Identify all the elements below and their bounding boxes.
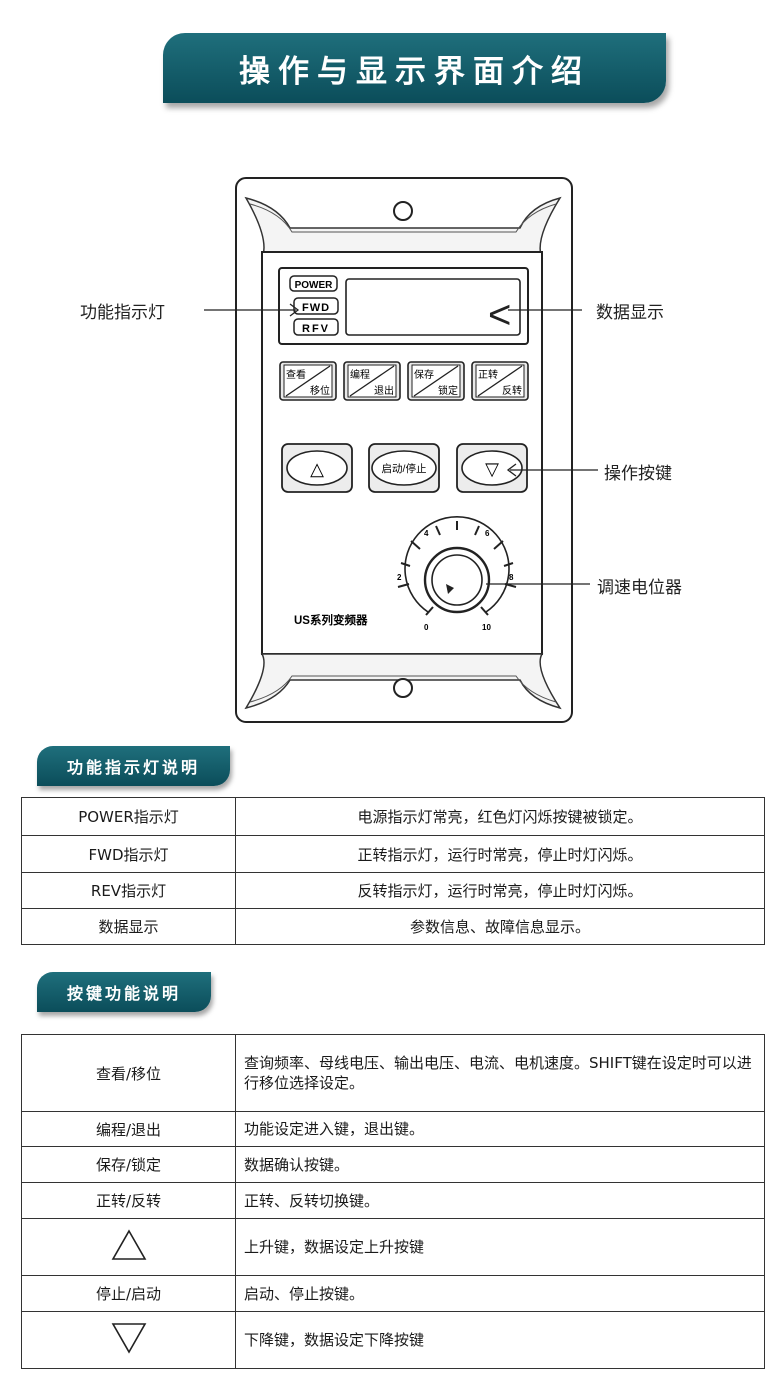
indicator-name: FWD指示灯 (21, 835, 236, 873)
callout-indicator: 功能指示灯 (80, 303, 165, 323)
key-save-lock: 保存 锁定 (407, 361, 465, 401)
key-table: 查看/移位 查询频率、母线电压、输出电压、电流、电机速度。SHIFT键在设定时可… (21, 1034, 765, 1369)
indicator-rev-label: RFV (302, 323, 330, 335)
svg-text:退出: 退出 (374, 384, 394, 397)
key-desc: 查询频率、母线电压、输出电压、电流、电机速度。SHIFT键在设定时可以进行移位选… (235, 1034, 765, 1112)
indicator-fwd-label: FWD (302, 302, 330, 314)
speed-dial (397, 516, 517, 616)
table-row: 下降键，数据设定下降按键 (21, 1311, 765, 1369)
indicator-name: POWER指示灯 (21, 797, 236, 836)
key-fwd-rev: 正转 反转 (471, 361, 529, 401)
panel-top-bevel (244, 196, 562, 259)
table-row: 正转/反转 正转、反转切换键。 (21, 1182, 765, 1219)
down-key-cell (21, 1311, 236, 1369)
down-triangle-icon (111, 1323, 146, 1354)
display-glyph: < (488, 293, 511, 337)
svg-text:反转: 反转 (502, 384, 522, 397)
section2-heading: 按键功能说明 (37, 972, 212, 1012)
indicator-fwd (293, 297, 339, 315)
indicator-desc: 反转指示灯，运行时常亮，停止时灯闪烁。 (235, 872, 765, 909)
svg-text:启动/停止: 启动/停止 (382, 462, 427, 475)
table-row: 上升键，数据设定上升按键 (21, 1218, 765, 1276)
key-name: 正转/反转 (21, 1182, 236, 1219)
key-name: 停止/启动 (21, 1275, 236, 1312)
key-desc: 下降键，数据设定下降按键 (235, 1311, 765, 1369)
indicator-name: REV指示灯 (21, 872, 236, 909)
indicator-rev (293, 318, 339, 336)
callout-keys: 操作按键 (604, 464, 672, 484)
svg-text:保存: 保存 (414, 368, 434, 381)
svg-text:编程: 编程 (350, 368, 370, 381)
table-row: REV指示灯 反转指示灯，运行时常亮，停止时灯闪烁。 (21, 872, 765, 909)
table-row: 编程/退出 功能设定进入键，退出键。 (21, 1111, 765, 1147)
key-desc: 数据确认按键。 (235, 1146, 765, 1183)
dial-tick-0: 0 (424, 623, 429, 632)
indicator-desc: 电源指示灯常亮，红色灯闪烁按键被锁定。 (235, 797, 765, 836)
svg-text:锁定: 锁定 (438, 384, 458, 397)
key-desc: 功能设定进入键，退出键。 (235, 1111, 765, 1147)
key-desc: 上升键，数据设定上升按键 (235, 1218, 765, 1276)
key-name: 编程/退出 (21, 1111, 236, 1147)
key-view-shift: 查看 移位 (279, 361, 337, 401)
bottom-screw-hole (393, 678, 413, 698)
key-down: ▽ (456, 443, 528, 493)
svg-text:△: △ (310, 459, 324, 479)
svg-text:▽: ▽ (485, 459, 499, 479)
callout-display: 数据显示 (596, 303, 664, 323)
up-triangle-icon (111, 1229, 146, 1260)
table-row: 停止/启动 启动、停止按键。 (21, 1275, 765, 1312)
svg-text:正转: 正转 (478, 368, 498, 381)
key-name: 保存/锁定 (21, 1146, 236, 1183)
svg-text:移位: 移位 (310, 384, 330, 397)
panel-bottom-bevel (244, 653, 562, 710)
dial-tick-6: 6 (485, 529, 490, 538)
table-row: 数据显示 参数信息、故障信息显示。 (21, 908, 765, 945)
top-screw-hole (393, 201, 413, 221)
dial-tick-10: 10 (482, 623, 491, 632)
indicator-desc: 参数信息、故障信息显示。 (235, 908, 765, 945)
table-row: FWD指示灯 正转指示灯，运行时常亮，停止时灯闪烁。 (21, 835, 765, 873)
page-title-banner: 操作与显示界面介绍 (163, 33, 666, 103)
key-name: 查看/移位 (21, 1034, 236, 1112)
key-desc: 启动、停止按键。 (235, 1275, 765, 1312)
table-row: POWER指示灯 电源指示灯常亮，红色灯闪烁按键被锁定。 (21, 797, 765, 836)
data-display (345, 278, 521, 336)
table-row: 保存/锁定 数据确认按键。 (21, 1146, 765, 1183)
up-key-cell (21, 1218, 236, 1276)
page-title: 操作与显示界面介绍 (239, 53, 590, 90)
indicator-power (289, 275, 338, 292)
indicator-name: 数据显示 (21, 908, 236, 945)
model-label: US系列变频器 (294, 613, 368, 627)
indicator-power-label: POWER (295, 280, 334, 291)
key-desc: 正转、反转切换键。 (235, 1182, 765, 1219)
dial-tick-2: 2 (397, 573, 402, 582)
dial-tick-8: 8 (509, 573, 514, 582)
key-program-exit: 编程 退出 (343, 361, 401, 401)
svg-text:查看: 查看 (286, 368, 306, 381)
table-row: 查看/移位 查询频率、母线电压、输出电压、电流、电机速度。SHIFT键在设定时可… (21, 1034, 765, 1112)
callout-potentiometer: 调速电位器 (597, 578, 682, 598)
key-up: △ (281, 443, 353, 493)
panel-diagram: < POWER FWD RFV 查看 移位 编程 退出 保存 锁定 正转 反转 (204, 177, 598, 723)
indicator-desc: 正转指示灯，运行时常亮，停止时灯闪烁。 (235, 835, 765, 873)
section1-heading: 功能指示灯说明 (37, 746, 231, 786)
key-start-stop: 启动/停止 (368, 443, 440, 493)
dial-tick-4: 4 (424, 529, 429, 538)
indicator-table: POWER指示灯 电源指示灯常亮，红色灯闪烁按键被锁定。 FWD指示灯 正转指示… (21, 797, 765, 945)
